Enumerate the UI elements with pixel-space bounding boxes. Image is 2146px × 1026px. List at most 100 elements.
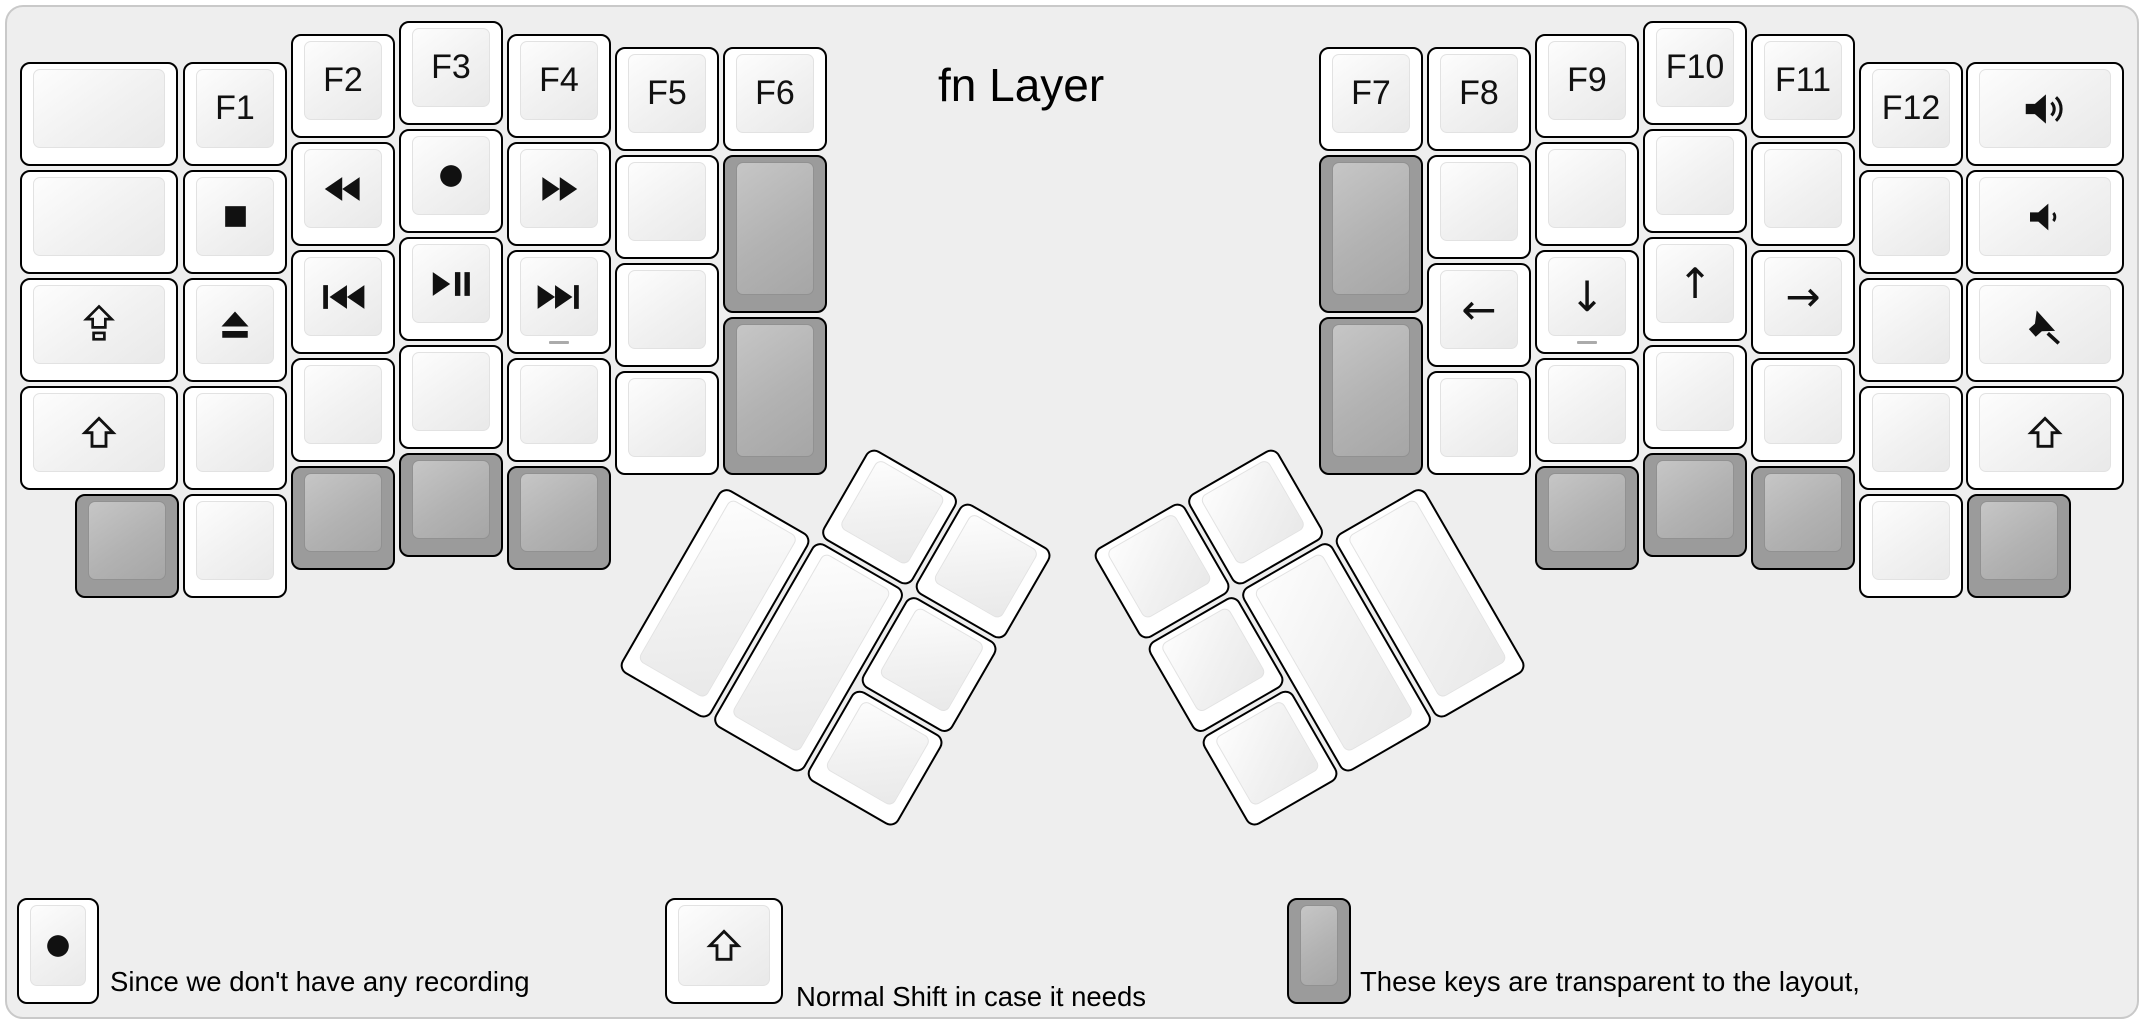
key-transparent[interactable] (723, 155, 827, 313)
keytop (196, 177, 274, 256)
mute-icon (2023, 303, 2067, 347)
record-icon (431, 156, 471, 196)
key-label: F6 (755, 74, 795, 112)
legend-transparent-key[interactable] (1287, 898, 1351, 1004)
key-blank[interactable] (1535, 142, 1639, 246)
key-f7[interactable]: F7 (1319, 47, 1423, 151)
key-blank[interactable] (507, 358, 611, 462)
keytop (304, 365, 382, 444)
key-blank[interactable] (1859, 386, 1963, 490)
key-blank[interactable] (615, 263, 719, 367)
keytop (33, 69, 165, 148)
keytop: → (1764, 257, 1842, 336)
key-arrow-down[interactable]: ↓ (1535, 250, 1639, 354)
key-stop[interactable] (183, 170, 287, 274)
key-blank[interactable] (1427, 371, 1531, 475)
key-f2[interactable]: F2 (291, 34, 395, 138)
volume-up-icon (2021, 87, 2069, 131)
key-fast-forward[interactable] (507, 142, 611, 246)
key-arrow-up[interactable]: ↑ (1643, 237, 1747, 341)
key-mute[interactable] (1966, 278, 2124, 382)
key-transparent[interactable] (507, 466, 611, 570)
key-blank[interactable] (1643, 345, 1747, 449)
key-transparent[interactable] (75, 494, 179, 598)
key-label: F1 (215, 89, 255, 127)
key-arrow-left[interactable]: ← (1427, 263, 1531, 367)
key-blank[interactable] (1427, 155, 1531, 259)
key-transparent[interactable] (399, 453, 503, 557)
prev-track-icon (320, 278, 366, 316)
keytop (1548, 365, 1626, 444)
key-transparent[interactable] (1751, 466, 1855, 570)
legend-shift-key[interactable] (665, 898, 783, 1004)
key-f3[interactable]: F3 (399, 21, 503, 125)
legend-record-text: Since we don't have any recording key, t… (110, 966, 530, 997)
keytop (196, 393, 274, 472)
key-next-track[interactable] (507, 250, 611, 354)
keytop (1872, 501, 1950, 580)
key-shift-lock[interactable] (20, 278, 178, 382)
keytop (1656, 136, 1734, 215)
key-blank[interactable] (20, 62, 178, 166)
keytop (196, 501, 274, 580)
key-blank[interactable] (615, 371, 719, 475)
key-f4[interactable]: F4 (507, 34, 611, 138)
key-f10[interactable]: F10 (1643, 21, 1747, 125)
legend-record-key[interactable] (17, 898, 99, 1004)
keytop (1440, 162, 1518, 241)
keytop (520, 473, 598, 552)
key-eject[interactable] (183, 278, 287, 382)
key-f8[interactable]: F8 (1427, 47, 1531, 151)
keytop (33, 177, 165, 256)
key-blank[interactable] (399, 345, 503, 449)
keytop (412, 136, 490, 215)
key-rewind[interactable] (291, 142, 395, 246)
key-transparent[interactable] (1319, 317, 1423, 475)
key-blank[interactable] (1535, 358, 1639, 462)
key-blank[interactable] (183, 494, 287, 598)
key-blank[interactable] (1859, 278, 1963, 382)
key-transparent[interactable] (1967, 494, 2071, 598)
key-blank[interactable] (1751, 358, 1855, 462)
key-f11[interactable]: F11 (1751, 34, 1855, 138)
key-transparent[interactable] (1319, 155, 1423, 313)
keytop (88, 501, 166, 580)
keytop (1105, 512, 1213, 620)
key-transparent[interactable] (1535, 466, 1639, 570)
key-blank[interactable] (291, 358, 395, 462)
key-arrow-right[interactable]: → (1751, 250, 1855, 354)
keytop: F11 (1764, 41, 1842, 120)
key-shift-right[interactable] (1966, 386, 2124, 490)
key-blank[interactable] (1643, 129, 1747, 233)
keytop (1979, 285, 2111, 364)
key-blank[interactable] (1751, 142, 1855, 246)
key-f1[interactable]: F1 (183, 62, 287, 166)
keytop (304, 257, 382, 336)
key-transparent[interactable] (291, 466, 395, 570)
key-play-pause[interactable] (399, 237, 503, 341)
key-record[interactable] (399, 129, 503, 233)
key-volume-up[interactable] (1966, 62, 2124, 166)
key-blank[interactable] (1859, 170, 1963, 274)
play-pause-icon (429, 265, 473, 303)
key-f5[interactable]: F5 (615, 47, 719, 151)
keytop (520, 257, 598, 336)
key-volume-down[interactable] (1966, 170, 2124, 274)
eject-icon (217, 307, 253, 343)
key-f12[interactable]: F12 (1859, 62, 1963, 166)
keytop (1332, 162, 1410, 295)
key-f9[interactable]: F9 (1535, 34, 1639, 138)
key-shift-left[interactable] (20, 386, 178, 490)
keytop (30, 905, 86, 986)
key-f6[interactable]: F6 (723, 47, 827, 151)
key-prev-track[interactable] (291, 250, 395, 354)
key-blank[interactable] (20, 170, 178, 274)
key-blank[interactable] (183, 386, 287, 490)
legend-transparent-text: These keys are transparent to the layout… (1360, 966, 1860, 997)
key-blank[interactable] (615, 155, 719, 259)
keytop (1764, 365, 1842, 444)
keytop (1764, 473, 1842, 552)
key-transparent[interactable] (1643, 453, 1747, 557)
key-transparent[interactable] (723, 317, 827, 475)
key-blank[interactable] (1859, 494, 1963, 598)
